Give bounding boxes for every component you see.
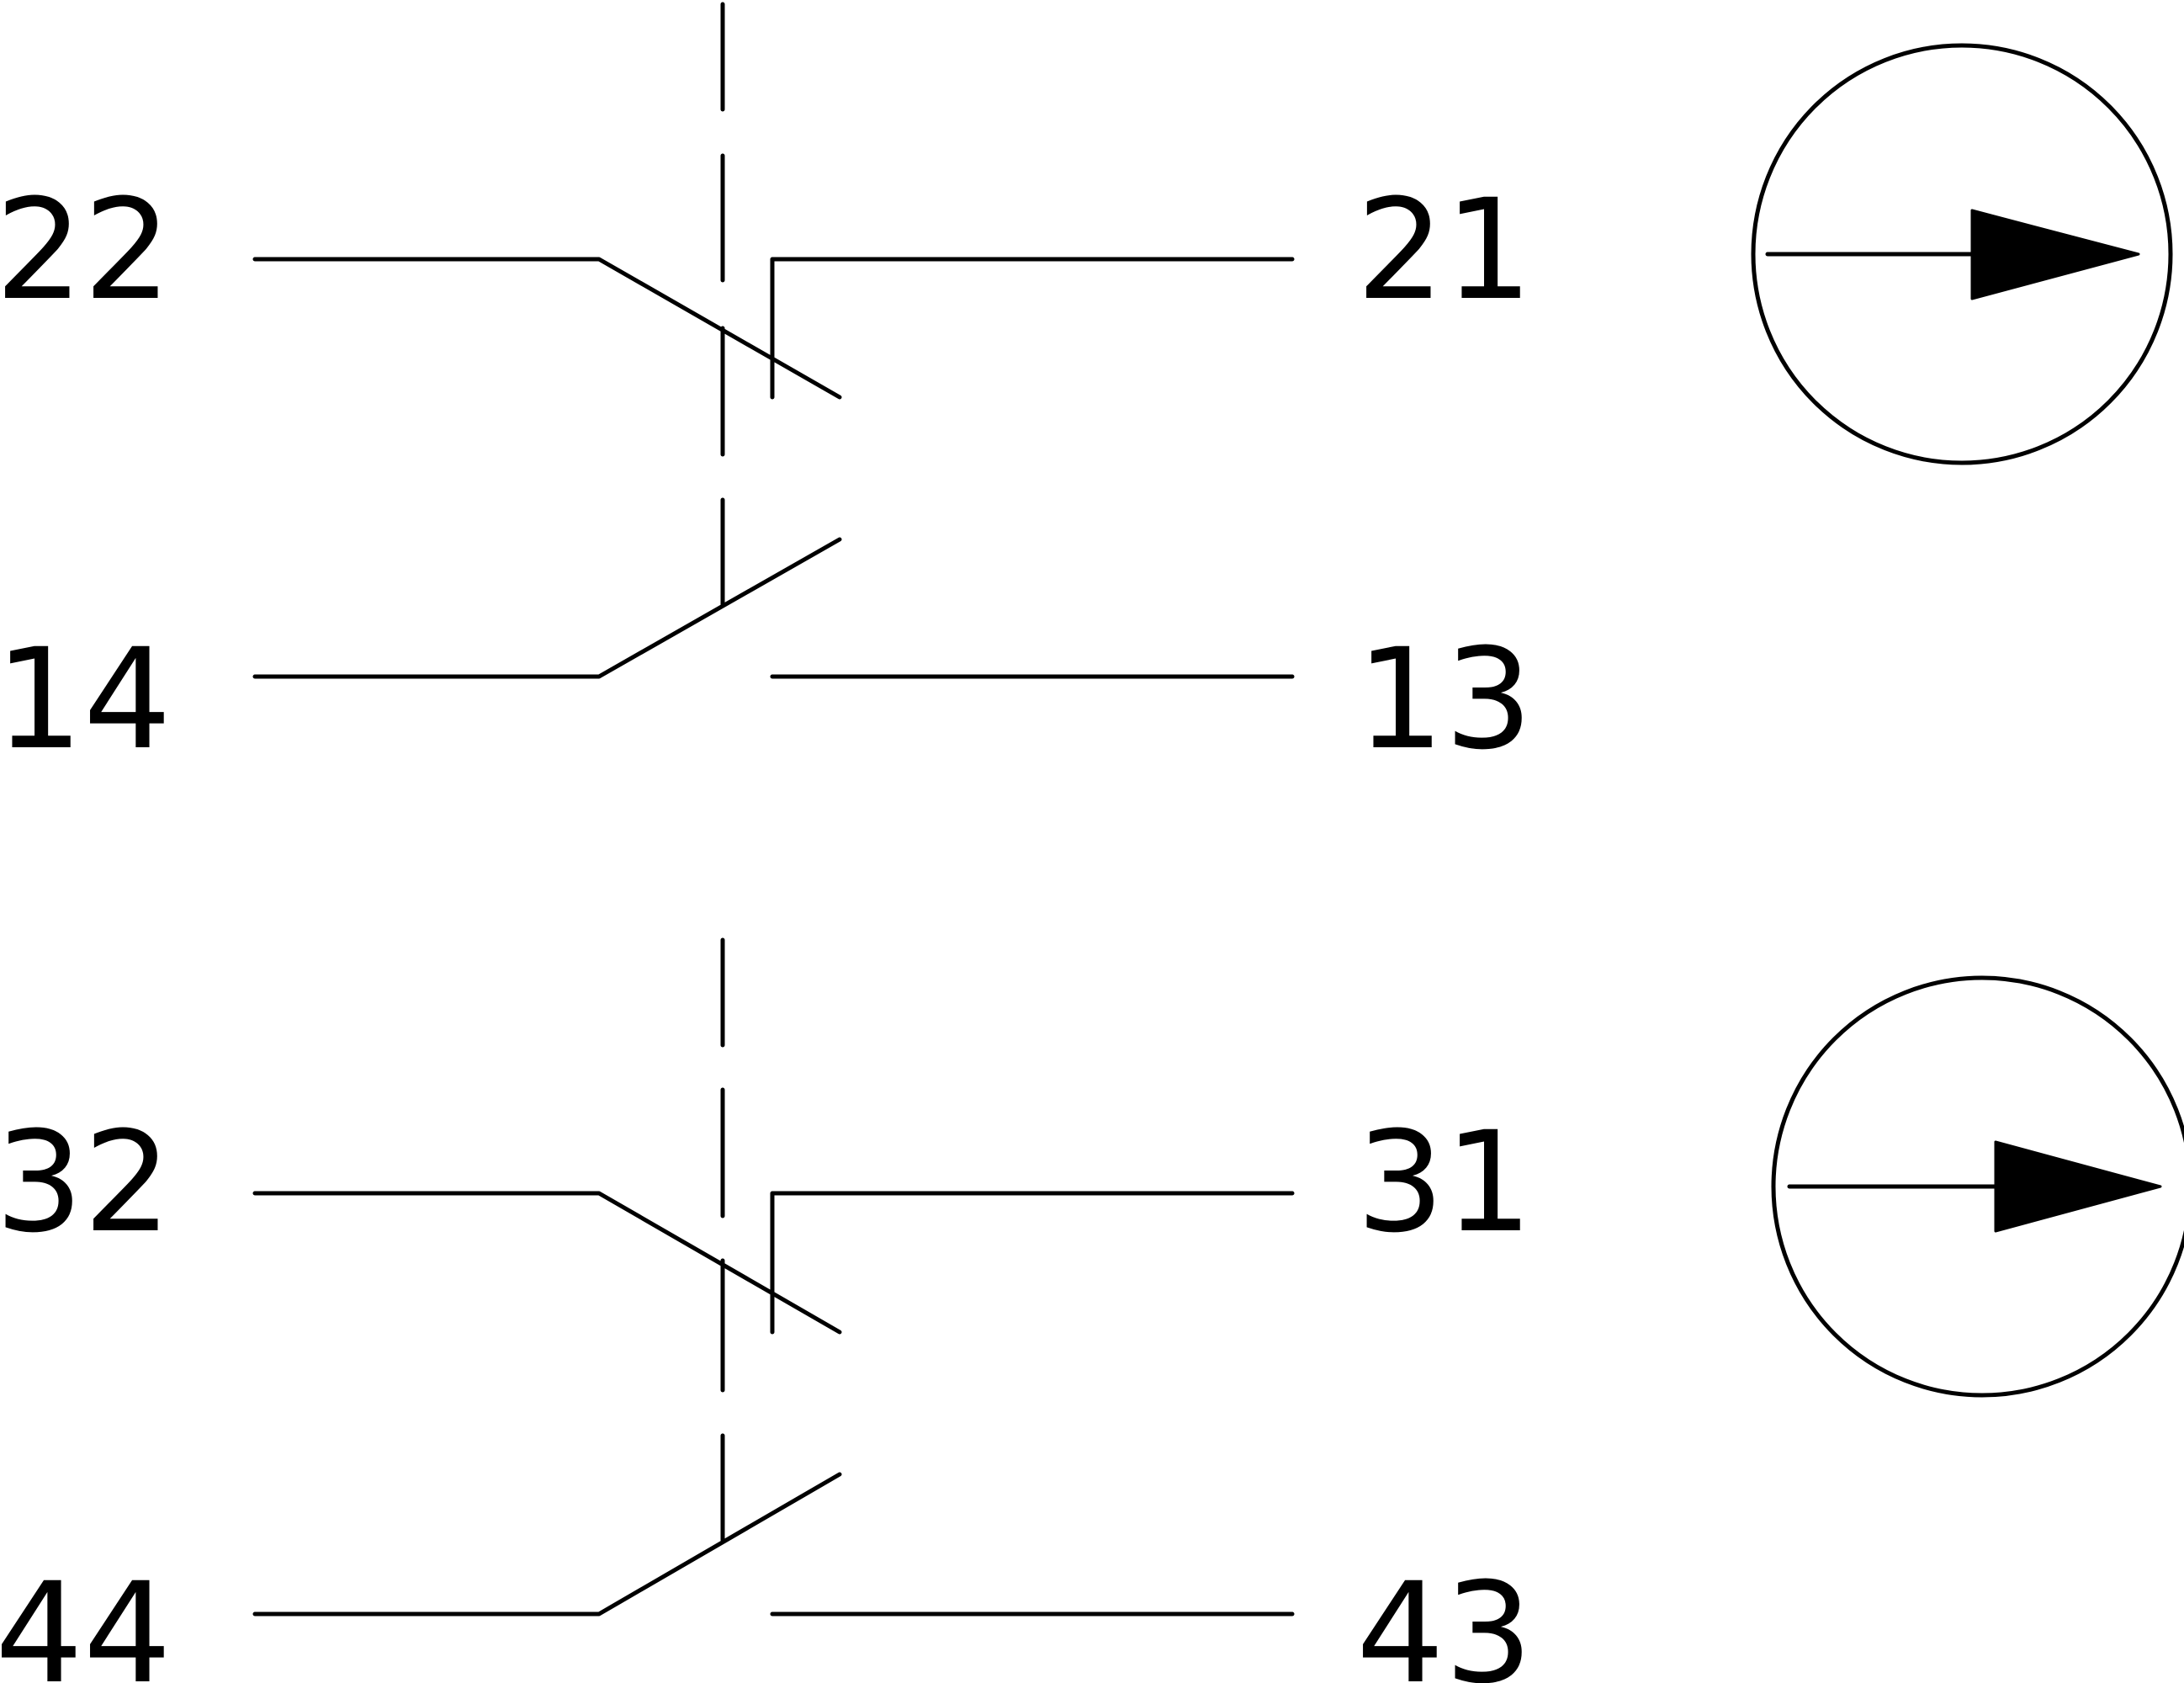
- nc-contact-left-wire: [252, 257, 842, 400]
- terminal-label-13: 13: [1356, 619, 1533, 780]
- no-contact-44-43: [252, 1472, 1295, 1617]
- terminal-label-43: 43: [1356, 1553, 1533, 1683]
- terminal-label-22: 22: [0, 169, 172, 331]
- no-contact-left-wire: [252, 1472, 842, 1617]
- no-contact-left-wire: [252, 537, 842, 679]
- terminal-label-32: 32: [0, 1102, 172, 1263]
- terminal-label-21: 21: [1356, 169, 1533, 331]
- contact-block-1: 22 21 14 13: [0, 2, 2173, 780]
- nc-contact-right-wire: [770, 257, 1295, 400]
- terminal-label-14: 14: [0, 619, 172, 780]
- nc-contact-22-21: [252, 257, 1295, 400]
- nc-contact-left-wire: [252, 1191, 842, 1335]
- terminal-label-44: 44: [0, 1553, 172, 1683]
- no-contact-14-13: [252, 537, 1295, 679]
- nc-contact-right-wire: [770, 1191, 1295, 1335]
- nc-contact-32-31: [252, 1191, 1295, 1335]
- circle-arrow-right-icon: [1751, 43, 2173, 465]
- circle-arrow-right-icon: [1771, 975, 2184, 1398]
- terminal-label-31: 31: [1356, 1102, 1533, 1263]
- contact-block-2: 32 31 44 43: [0, 937, 2184, 1683]
